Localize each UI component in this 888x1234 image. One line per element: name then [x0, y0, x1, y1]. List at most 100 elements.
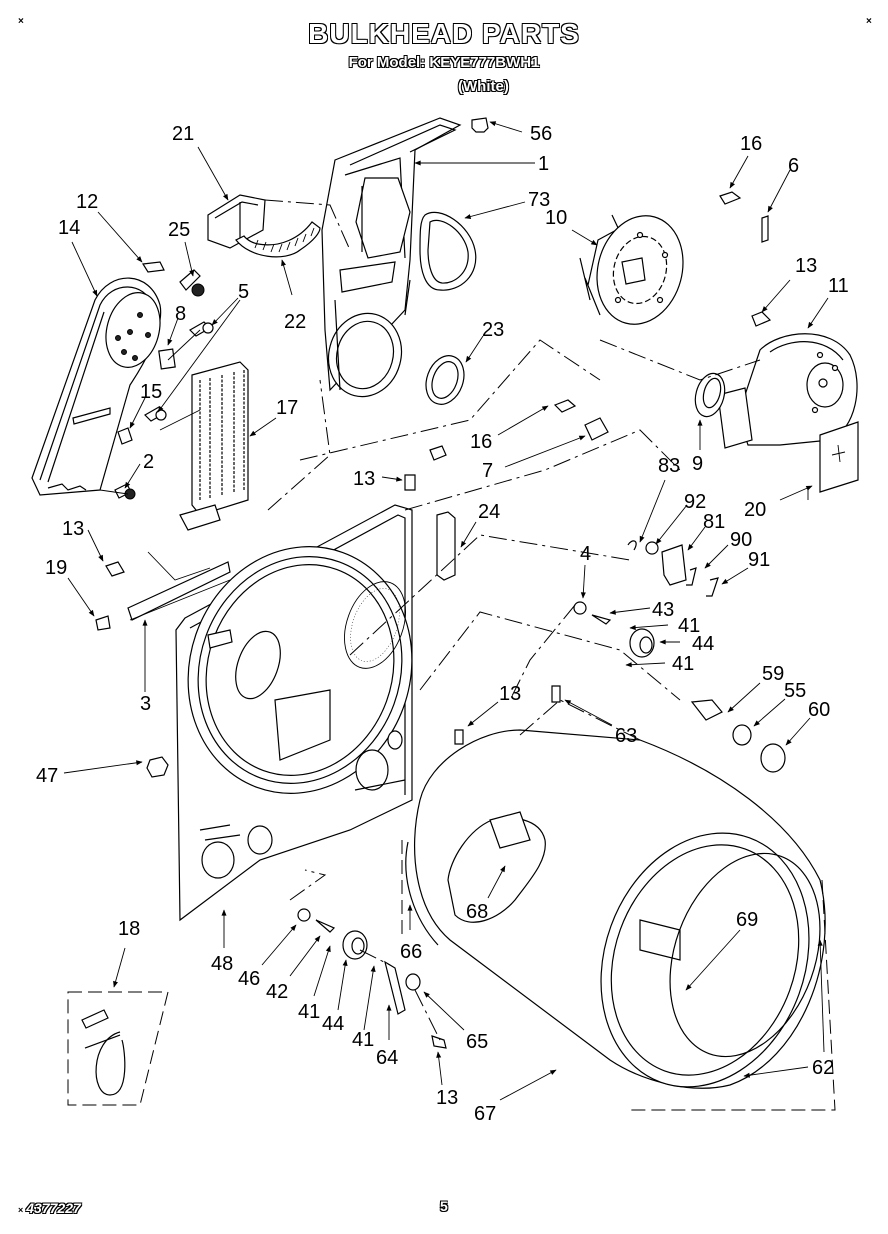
callout-41d: 41 — [352, 1029, 374, 1051]
registration-mark-top-right: × — [866, 16, 872, 27]
spring-83 — [627, 540, 637, 551]
registration-mark-bottom-left: × — [18, 1205, 24, 1215]
pulley-60 — [760, 743, 786, 773]
callout-66: 66 — [400, 941, 422, 963]
callout-56: 56 — [530, 123, 552, 145]
screw-13b — [404, 474, 416, 491]
clip-90 — [686, 567, 697, 586]
document-number: 4377227 — [26, 1200, 81, 1216]
callout-64: 64 — [376, 1047, 398, 1069]
screw-63 — [551, 685, 561, 703]
seal-66 — [405, 841, 439, 946]
callout-16: 16 — [740, 133, 762, 155]
callout-44a: 44 — [692, 633, 714, 655]
callout-65: 65 — [466, 1031, 488, 1053]
callout-90: 90 — [730, 529, 752, 551]
nut-47 — [146, 756, 169, 778]
idler-bracket-81 — [661, 544, 687, 586]
shaft-43 — [591, 614, 612, 625]
rail-24 — [436, 511, 456, 581]
blower-wheel-10 — [579, 214, 684, 325]
seal-73 — [419, 211, 477, 291]
color-variant: (White) — [458, 78, 509, 95]
callout-21: 21 — [172, 123, 194, 145]
screw-13e — [431, 1035, 447, 1049]
thermal-fuse-7 — [584, 417, 609, 441]
clamp-59 — [690, 699, 723, 721]
registration-mark-top-left: × — [18, 16, 24, 27]
model-line: For Model: KEYE777BWH1 — [348, 54, 540, 71]
callout-2: 2 — [143, 451, 154, 473]
callout-63: 63 — [615, 725, 637, 747]
callout-14: 14 — [58, 217, 80, 239]
callout-leaders — [63, 121, 829, 1101]
screw-13 — [751, 311, 772, 327]
screw-13d — [454, 729, 464, 745]
callout-24: 24 — [478, 501, 500, 523]
screw-16b — [553, 399, 577, 413]
callout-59: 59 — [762, 663, 784, 685]
callout-68: 68 — [466, 901, 488, 923]
callout-60: 60 — [808, 699, 830, 721]
heater-box-21 — [207, 194, 266, 249]
page-title: BULKHEAD PARTS — [308, 18, 580, 49]
pulley-55 — [732, 724, 752, 746]
screw-16 — [719, 191, 742, 205]
callout-12: 12 — [76, 191, 98, 213]
callout-13-drum: 13 — [499, 683, 521, 705]
callout-9: 9 — [692, 453, 703, 475]
heater-cover-14 — [31, 277, 162, 496]
callout-62: 62 — [812, 1057, 834, 1079]
callout-55: 55 — [784, 680, 806, 702]
callout-3: 3 — [140, 693, 151, 715]
callout-47: 47 — [36, 765, 58, 787]
callout-43: 43 — [652, 599, 674, 621]
baffle-68 — [447, 817, 546, 923]
page-number: 5 — [440, 1198, 448, 1214]
bulkhead-front-panel — [175, 504, 413, 922]
callout-46: 46 — [238, 968, 260, 990]
callout-23: 23 — [482, 319, 504, 341]
roller-44 — [629, 628, 655, 658]
callout-6: 6 — [788, 155, 799, 177]
callout-41b: 41 — [672, 653, 694, 675]
callout-73: 73 — [528, 189, 550, 211]
drum-67 — [413, 729, 826, 1089]
washer-4 — [573, 601, 587, 615]
callout-67: 67 — [474, 1103, 496, 1125]
callout-11: 11 — [828, 275, 849, 297]
callout-83: 83 — [658, 455, 680, 477]
clip-15 — [117, 427, 133, 445]
seal-9 — [694, 372, 726, 418]
washer-65 — [405, 973, 421, 991]
callout-8: 8 — [175, 303, 186, 325]
bracket-3 — [127, 561, 231, 621]
callout-18: 18 — [118, 918, 140, 940]
callout-13-bulkhead: 13 — [353, 468, 375, 490]
callout-15: 15 — [140, 381, 162, 403]
callout-labels: 21 56 1 16 6 12 14 25 73 10 5 8 22 13 11… — [36, 123, 849, 1125]
heater-element-17 — [179, 361, 249, 531]
callout-81: 81 — [703, 511, 725, 533]
callout-13-blower: 13 — [795, 255, 817, 277]
document-code: ×4377227 — [18, 1200, 81, 1216]
flex-duct-22 — [235, 221, 321, 258]
callout-91: 91 — [748, 549, 770, 571]
bracket-6 — [761, 215, 769, 243]
screw-25 — [179, 269, 205, 297]
callout-4: 4 — [580, 543, 591, 565]
callout-42: 42 — [266, 981, 288, 1003]
blower-housing-11 — [717, 333, 858, 449]
washer-46 — [297, 908, 311, 922]
callout-48: 48 — [211, 953, 233, 975]
callout-5: 5 — [238, 281, 249, 303]
callout-41c: 41 — [298, 1001, 320, 1023]
callout-13-bracket: 13 — [62, 518, 84, 540]
callout-25: 25 — [168, 219, 190, 241]
callout-22: 22 — [284, 311, 306, 333]
roller-44b — [342, 930, 368, 960]
callout-7: 7 — [482, 460, 493, 482]
callout-20: 20 — [744, 499, 766, 521]
callout-19: 19 — [45, 557, 67, 579]
